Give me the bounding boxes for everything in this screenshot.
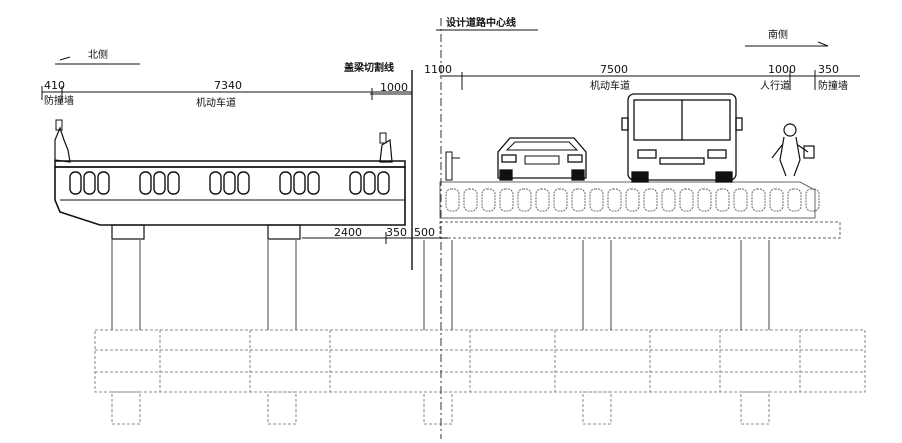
right-deck [439,181,841,239]
girder-cell [571,188,586,212]
dimension-lines [41,70,860,244]
girder-cell [661,188,676,212]
girder-cell [83,171,96,195]
dim-7340: 7340 [214,79,242,92]
sidewalk-label: 人行道 [760,79,790,92]
dim-1100: 1100 [424,63,452,76]
girder-cell [363,171,376,195]
north-arrow-icon [59,56,71,61]
dim-1000-left: 1000 [380,81,408,94]
pier-columns [111,240,770,330]
dim-2400: 2400 [334,226,362,239]
girder-cell [625,188,640,212]
girder-cell [715,188,730,212]
girder-cell [553,188,568,212]
girder-cell [237,171,250,195]
carriageway-left-label: 机动车道 [196,96,236,109]
railing-post-icon [445,151,460,181]
cut-line-label: 盖梁切割线 [344,61,394,74]
carriageway-right-label: 机动车道 [590,79,630,92]
south-arrow-icon [817,41,829,47]
bus-icon [621,93,743,183]
girder-cell [445,188,460,212]
girder-cell [463,188,478,212]
girder-cell [97,171,110,195]
pier-foundations [94,329,866,425]
girder-cell [679,188,694,212]
dim-350-top: 350 [818,63,839,76]
girder-cell [787,188,802,212]
girder-cell [139,171,152,195]
girder-cell [481,188,496,212]
girder-cell [535,188,550,212]
girder-cell [589,188,604,212]
left-deck [54,119,406,240]
south-side-label: 南侧 [768,28,788,41]
girder-cell [223,171,236,195]
girder-cell [499,188,514,212]
girder-cell [751,188,766,212]
right-deck-cells [445,188,820,212]
girder-cell [607,188,622,212]
girder-cell [349,171,362,195]
dim-500: 500 [414,226,435,239]
girder-cell [517,188,532,212]
girder-cell [69,171,82,195]
north-side-label: 北侧 [88,48,108,61]
girder-cell [279,171,292,195]
left-deck-cells [69,171,390,195]
dim-410: 410 [44,79,65,92]
girder-cell [643,188,658,212]
dim-350-bottom: 350 [386,226,407,239]
girder-cell [805,188,820,212]
dim-1000-right: 1000 [768,63,796,76]
girder-cell [733,188,748,212]
girder-cell [377,171,390,195]
girder-cell [697,188,712,212]
girder-cell [307,171,320,195]
pedestrian-icon [771,123,815,177]
centerline-label: 设计道路中心线 [446,16,516,29]
girder-cell [293,171,306,195]
girder-cell [153,171,166,195]
girder-cell [209,171,222,195]
car-icon [497,137,587,181]
girder-cell [769,188,784,212]
barrier-right-label: 防撞墙 [818,79,848,92]
girder-cell [167,171,180,195]
dim-7500: 7500 [600,63,628,76]
barrier-left-label: 防撞墙 [44,94,74,107]
